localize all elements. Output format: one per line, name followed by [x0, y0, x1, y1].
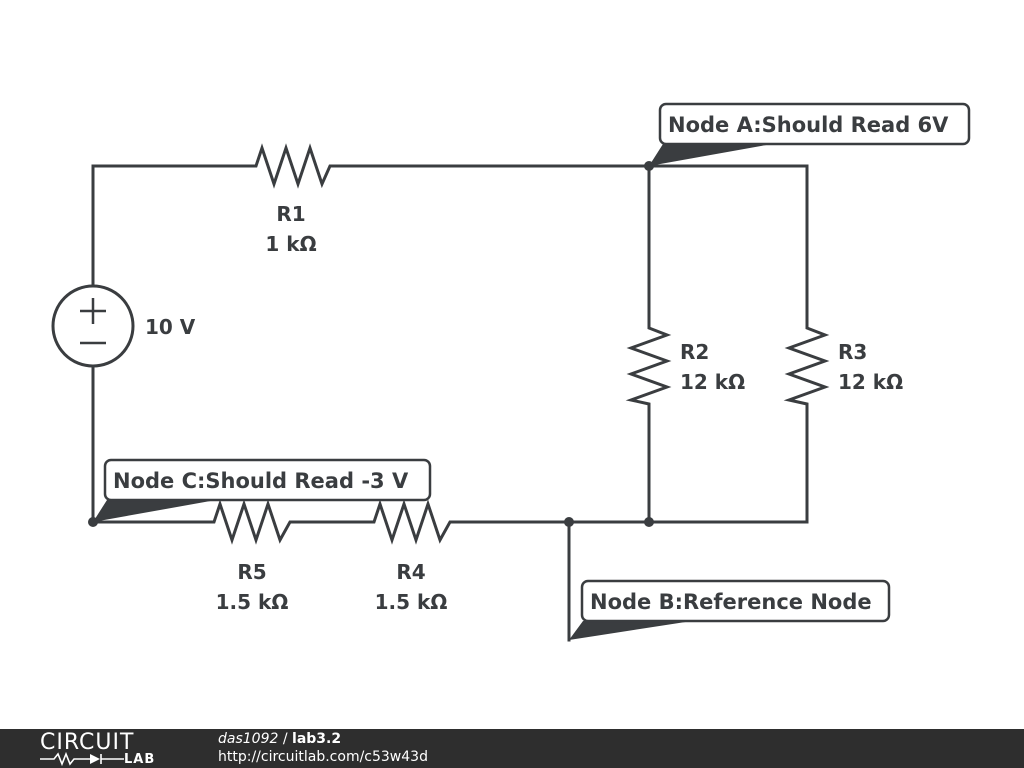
circuit-schematic: 10 V R1 1 kΩ R2 12 kΩ R3 12 kΩ R5 1.5 kΩ…	[51, 102, 971, 642]
r3-name: R3	[838, 340, 867, 364]
junction-r2-bottom	[644, 517, 654, 527]
wires	[91, 164, 809, 642]
voltage-source[interactable]	[51, 284, 135, 368]
wire-r3-bottom	[647, 408, 809, 524]
r1-name: R1	[276, 202, 305, 226]
author-link[interactable]: das1092	[218, 731, 279, 747]
node-a-flag-text: Node A:Should Read 6V	[668, 113, 949, 137]
r3-value: 12 kΩ	[838, 370, 903, 394]
resistor-diode-logo-icon	[40, 752, 124, 766]
node-c-flag-text: Node C:Should Read -3 V	[113, 469, 409, 493]
footer-bar: CIRCUIT LAB das1092 / lab3.2 http://circ…	[0, 729, 1024, 768]
r2-value: 12 kΩ	[680, 370, 745, 394]
design-name[interactable]: lab3.2	[292, 731, 342, 747]
junction-node-b	[564, 517, 574, 527]
r1-value: 1 kΩ	[265, 232, 316, 256]
wire-left-top	[91, 164, 248, 288]
node-a-flag[interactable]: Node A:Should Read 6V	[649, 102, 971, 166]
r4-value: 1.5 kΩ	[375, 590, 448, 614]
r5-name: R5	[237, 560, 266, 584]
source-label: 10 V	[145, 315, 196, 339]
node-b-flag[interactable]: Node B:Reference Node	[569, 579, 891, 640]
circuitlab-logo-lab: LAB	[124, 752, 156, 767]
r2-name: R2	[680, 340, 709, 364]
resistor-r4[interactable]	[366, 499, 456, 545]
node-b-flag-text: Node B:Reference Node	[590, 590, 872, 614]
design-url[interactable]: http://circuitlab.com/c53w43d	[218, 749, 428, 765]
node-c-flag[interactable]: Node C:Should Read -3 V	[93, 458, 432, 522]
r5-value: 1.5 kΩ	[216, 590, 289, 614]
resistor-r1[interactable]	[246, 143, 336, 189]
r4-name: R4	[396, 560, 425, 584]
resistor-r2[interactable]	[625, 320, 672, 410]
design-path: das1092 / lab3.2	[218, 731, 341, 747]
resistor-r3[interactable]	[783, 320, 830, 410]
path-separator: /	[278, 731, 293, 747]
resistor-r5[interactable]	[206, 499, 296, 545]
circuitlab-logo-text[interactable]: CIRCUIT	[40, 730, 135, 755]
